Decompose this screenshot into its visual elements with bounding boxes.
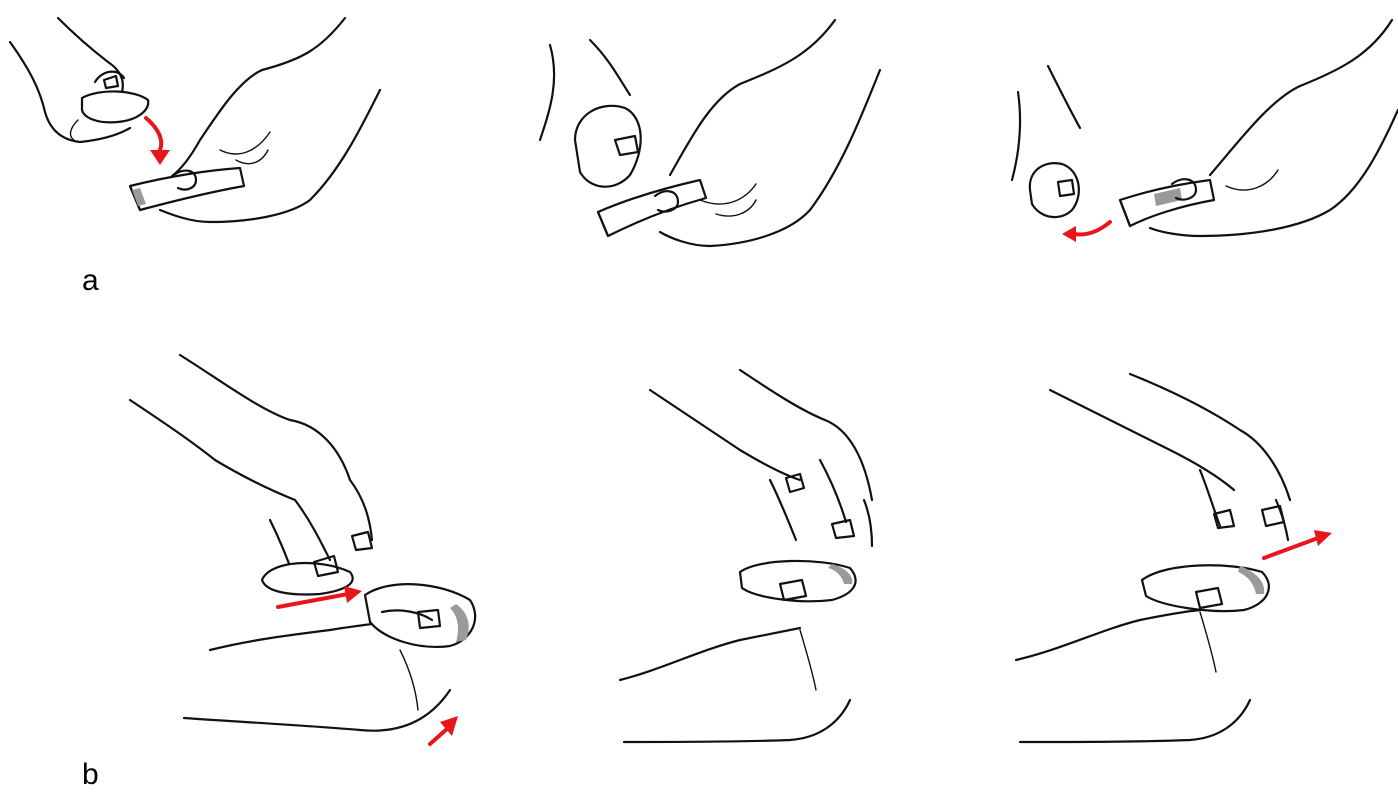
- panel-b-step-1: [120, 350, 520, 780]
- panel-a-step-2: [520, 0, 900, 260]
- push-arrow-diagonal: [430, 728, 448, 744]
- pull-back-arrow: [1074, 222, 1110, 235]
- panel-a-step-3: [1000, 0, 1398, 260]
- panel-label-b: b: [82, 760, 99, 790]
- panel-b-step-2: [600, 350, 920, 780]
- panel-a-step-1: [0, 0, 400, 260]
- transfer-arrow: [146, 118, 161, 150]
- push-arrow-horizontal: [278, 594, 348, 607]
- panel-b-step-3: [1000, 350, 1398, 780]
- panel-label-a: a: [82, 266, 99, 296]
- withdraw-arrow: [1264, 538, 1318, 558]
